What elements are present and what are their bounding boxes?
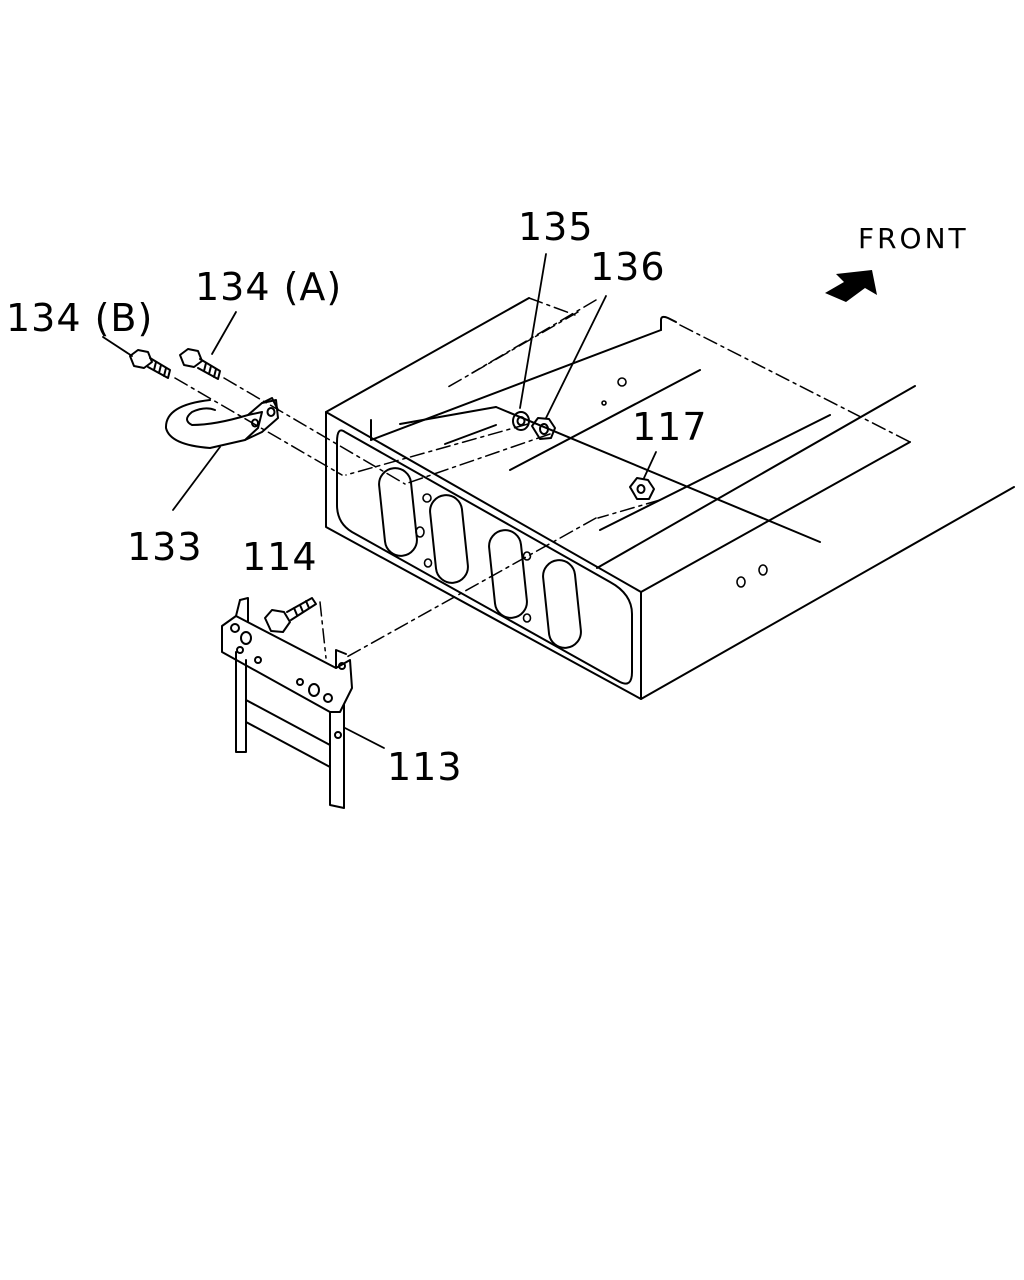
nut-117 [629, 477, 655, 500]
crossmember-holes [415, 377, 768, 623]
nut-136 [531, 417, 556, 440]
bracket-113 [221, 597, 353, 809]
callout-114: 114 [242, 535, 318, 579]
callout-113: 113 [387, 745, 463, 789]
assembly-centerlines [174, 297, 911, 659]
callout-133: 133 [127, 525, 203, 569]
washer-135 [512, 411, 530, 431]
callout-134b: 134 (B) [6, 296, 154, 340]
callout-117: 117 [632, 405, 708, 449]
front-label: FRONT [858, 222, 969, 255]
callout-134a: 134 (A) [195, 265, 343, 309]
front-direction-arrow-icon [825, 270, 877, 302]
callout-136: 136 [590, 245, 666, 289]
bolt-134a [179, 348, 221, 380]
callout-135: 135 [518, 205, 594, 249]
bolt-134b [129, 349, 171, 379]
crossmember-slots [378, 467, 582, 649]
frame-crossmember [325, 297, 1015, 700]
front-face-panel [336, 429, 633, 685]
bolt-114 [264, 597, 317, 633]
leader-lines [102, 253, 657, 749]
